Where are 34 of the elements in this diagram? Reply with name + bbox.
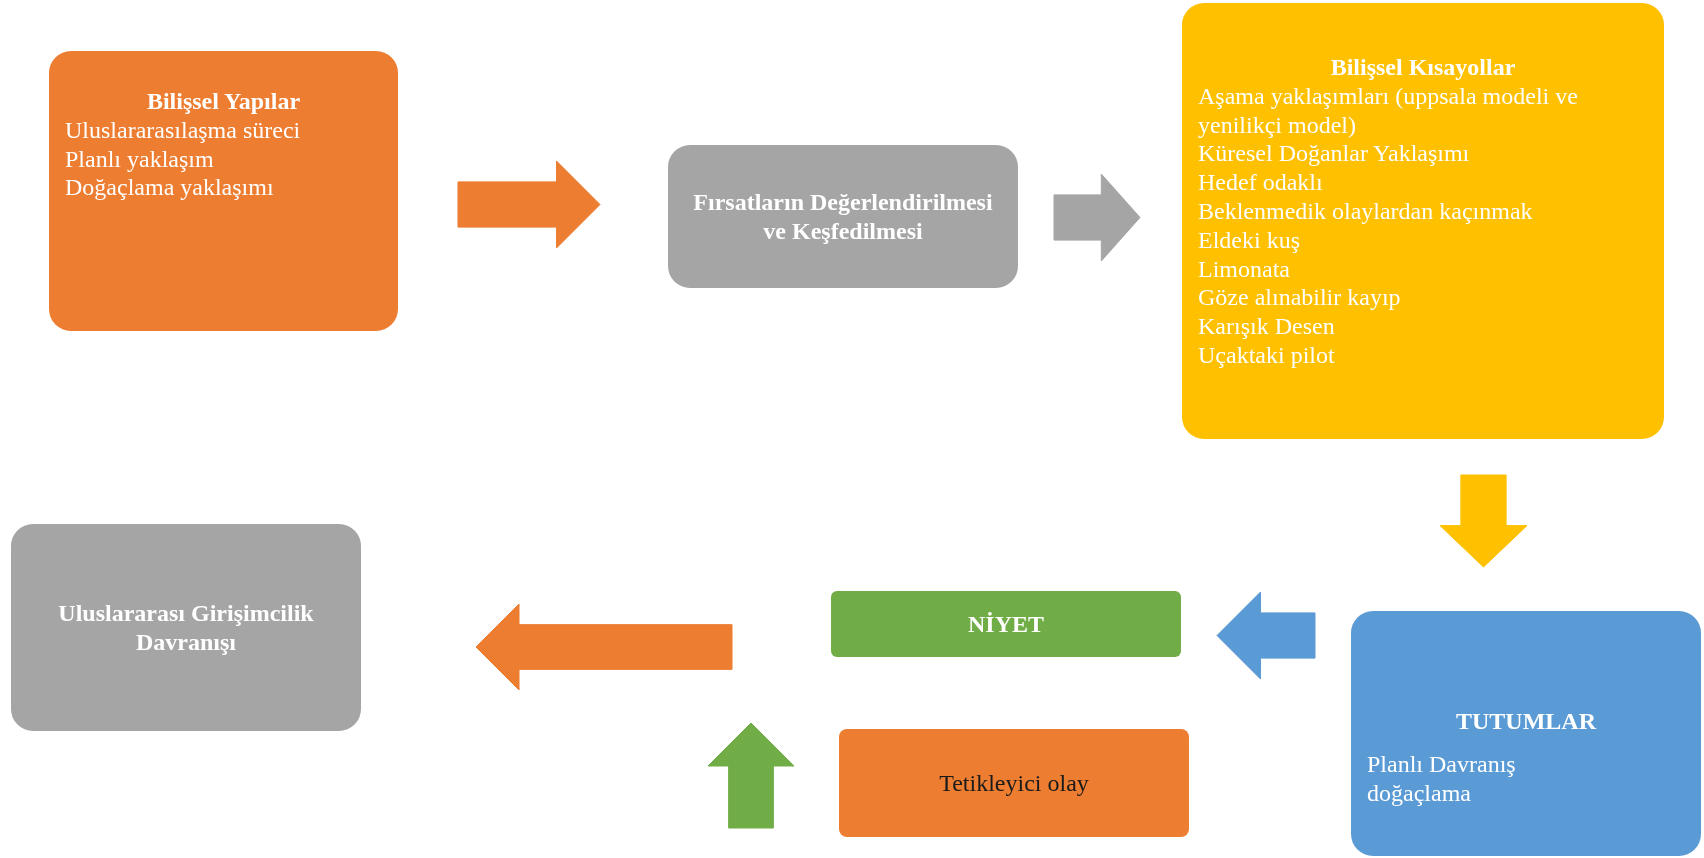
- list-item: Hedef odaklı: [1198, 168, 1323, 197]
- list-item: Küresel Doğanlar Yaklaşımı: [1198, 139, 1470, 169]
- process-box: [1351, 611, 1701, 856]
- block-arrow: [475, 603, 733, 691]
- process-box: [668, 145, 1018, 288]
- box-label: Fırsatların Değerlendirilmesi ve Keşfedilmesi: [692, 187, 994, 246]
- outcome-box: [11, 524, 361, 731]
- list-item: Aşama yaklaşımları (uppsala modeli ve yenilikçi model): [1198, 81, 1579, 140]
- process-box: [831, 591, 1181, 657]
- list-item: Planlı Davranış: [1367, 749, 1516, 779]
- list-item: Uçaktaki pilot: [1198, 340, 1335, 370]
- process-box: [839, 729, 1189, 837]
- box-heading: Bilişsel Yapılar: [145, 87, 302, 116]
- list-item: Doğaçlama yaklaşımı: [65, 173, 274, 203]
- process-box: [49, 51, 398, 331]
- list-item: Limonata: [1198, 254, 1290, 284]
- box-label: Uluslararası Girişimcilik Davranışı: [57, 598, 315, 657]
- process-box: [1182, 3, 1664, 439]
- list-item: Göze alınabilir kayıp: [1198, 283, 1401, 313]
- block-arrow: [1053, 173, 1141, 262]
- list-item: Planlı yaklaşım: [65, 144, 214, 174]
- box-heading: Bilişsel Kısayollar: [1329, 53, 1517, 82]
- block-arrow: [1439, 474, 1528, 568]
- block-arrow: [707, 722, 795, 829]
- list-item: doğaçlama: [1367, 778, 1471, 808]
- block-arrow: [1216, 591, 1316, 680]
- box-label: NİYET: [968, 609, 1044, 639]
- block-arrow: [457, 160, 601, 249]
- list-item: Eldeki kuş: [1198, 225, 1300, 255]
- list-item: Beklenmedik olaylardan kaçınmak: [1198, 197, 1533, 226]
- list-item: Karışık Desen: [1198, 312, 1335, 341]
- box-label: Tetikleyici olay: [939, 768, 1089, 798]
- list-item: Uluslararasılaşma süreci: [65, 115, 301, 145]
- box-heading: TUTUMLAR: [1455, 707, 1598, 736]
